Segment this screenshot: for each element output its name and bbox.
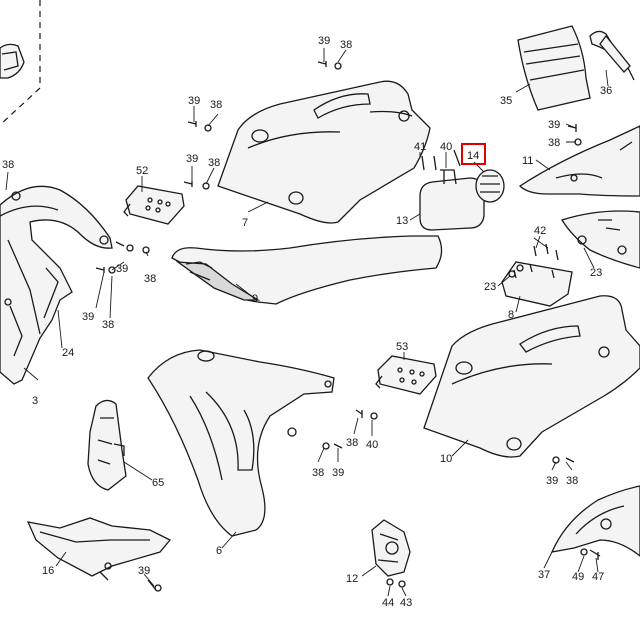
- callout-44[interactable]: 44: [382, 597, 394, 609]
- callout-10[interactable]: 10: [440, 453, 452, 465]
- callout-49[interactable]: 49: [572, 571, 584, 583]
- callout-39-b[interactable]: 39: [186, 153, 198, 165]
- callout-39-f[interactable]: 39: [548, 119, 560, 131]
- callout-23-b[interactable]: 23: [590, 267, 602, 279]
- rear-fender-11[interactable]: [518, 125, 640, 197]
- callout-38-h[interactable]: 38: [346, 437, 358, 449]
- tray-8[interactable]: [501, 261, 573, 307]
- callout-39-d[interactable]: 39: [82, 311, 94, 323]
- callout-39-i[interactable]: 39: [138, 565, 150, 577]
- callout-43[interactable]: 43: [400, 597, 412, 609]
- side-panel-10-fasteners: [322, 409, 575, 464]
- callout-38-d[interactable]: 38: [144, 273, 156, 285]
- callout-11[interactable]: 11: [522, 155, 533, 167]
- callout-53[interactable]: 53: [396, 341, 408, 353]
- callout-39-a[interactable]: 39: [188, 95, 200, 107]
- callout-36[interactable]: 36: [600, 85, 612, 97]
- callout-12[interactable]: 12: [346, 573, 358, 585]
- front-shroud-6[interactable]: [147, 349, 335, 537]
- leader-lines: [5, 48, 609, 597]
- callout-38-g[interactable]: 38: [548, 137, 560, 149]
- sprocket-cover-12[interactable]: [371, 519, 411, 577]
- callout-23-a[interactable]: 23: [484, 281, 496, 293]
- callout-38-c[interactable]: 38: [208, 157, 220, 169]
- callout-16[interactable]: 16: [42, 565, 54, 577]
- side-panel-7[interactable]: [217, 80, 431, 224]
- shroud-bolts-left: [95, 241, 150, 274]
- callout-40-b[interactable]: 40: [366, 439, 378, 451]
- callout-38-j[interactable]: 38: [566, 475, 578, 487]
- silencer-13[interactable]: [419, 169, 485, 231]
- callout-9[interactable]: 9: [252, 293, 258, 305]
- chain-guide-37[interactable]: [550, 485, 640, 557]
- callout-38-f[interactable]: 38: [340, 39, 352, 51]
- callout-41[interactable]: 41: [414, 141, 426, 153]
- headlight-detail-inset: [0, 0, 41, 126]
- callout-47[interactable]: 47: [592, 571, 604, 583]
- callout-42[interactable]: 42: [534, 225, 546, 237]
- side-panel-10[interactable]: [423, 295, 640, 458]
- callout-13[interactable]: 13: [396, 215, 408, 227]
- callout-38-b[interactable]: 38: [210, 99, 222, 111]
- callout-65[interactable]: 65: [152, 477, 164, 489]
- callout-14[interactable]: 14: [467, 150, 479, 162]
- callout-numbers: 38 3 24 39 38 52 39 38 39 38 39 38 7 39 …: [2, 35, 612, 609]
- callout-7[interactable]: 7: [242, 217, 248, 229]
- side-panel-7-fasteners: [187, 61, 342, 132]
- callout-39-e[interactable]: 39: [318, 35, 330, 47]
- callout-39-c[interactable]: 39: [116, 263, 128, 275]
- callout-52[interactable]: 52: [136, 165, 148, 177]
- sprocket-cover-fasteners: [386, 578, 406, 588]
- callout-38-i[interactable]: 38: [312, 467, 324, 479]
- rear-plate-23[interactable]: [561, 210, 640, 269]
- left-radiator-shroud[interactable]: [0, 185, 113, 385]
- manual-35[interactable]: [517, 25, 591, 111]
- skid-plate-16[interactable]: [26, 517, 172, 592]
- bracket-52-fasteners: [183, 181, 210, 190]
- callout-38-top-left[interactable]: 38: [2, 159, 14, 171]
- callout-39-g[interactable]: 39: [332, 467, 344, 479]
- seat-9[interactable]: [171, 235, 443, 305]
- spark-plug-tool-36[interactable]: [589, 30, 635, 81]
- end-cap-14[interactable]: [475, 169, 505, 203]
- callout-40-a[interactable]: 40: [440, 141, 452, 153]
- callout-37[interactable]: 37: [538, 569, 550, 581]
- callout-35[interactable]: 35: [500, 95, 512, 107]
- callout-38-e[interactable]: 38: [102, 319, 114, 331]
- chain-guide-fasteners: [580, 548, 601, 560]
- bracket-52[interactable]: [123, 185, 185, 225]
- fork-guard-65[interactable]: [87, 399, 127, 491]
- callout-8[interactable]: 8: [508, 309, 514, 321]
- callout-6[interactable]: 6: [216, 545, 222, 557]
- callout-3[interactable]: 3: [32, 395, 38, 407]
- tray-8-fasteners: [508, 243, 559, 278]
- callout-24[interactable]: 24: [62, 347, 74, 359]
- silencer-screws: [421, 149, 461, 171]
- callout-39-h[interactable]: 39: [546, 475, 558, 487]
- bracket-53[interactable]: [375, 355, 437, 395]
- highlight-box-14: [461, 143, 486, 165]
